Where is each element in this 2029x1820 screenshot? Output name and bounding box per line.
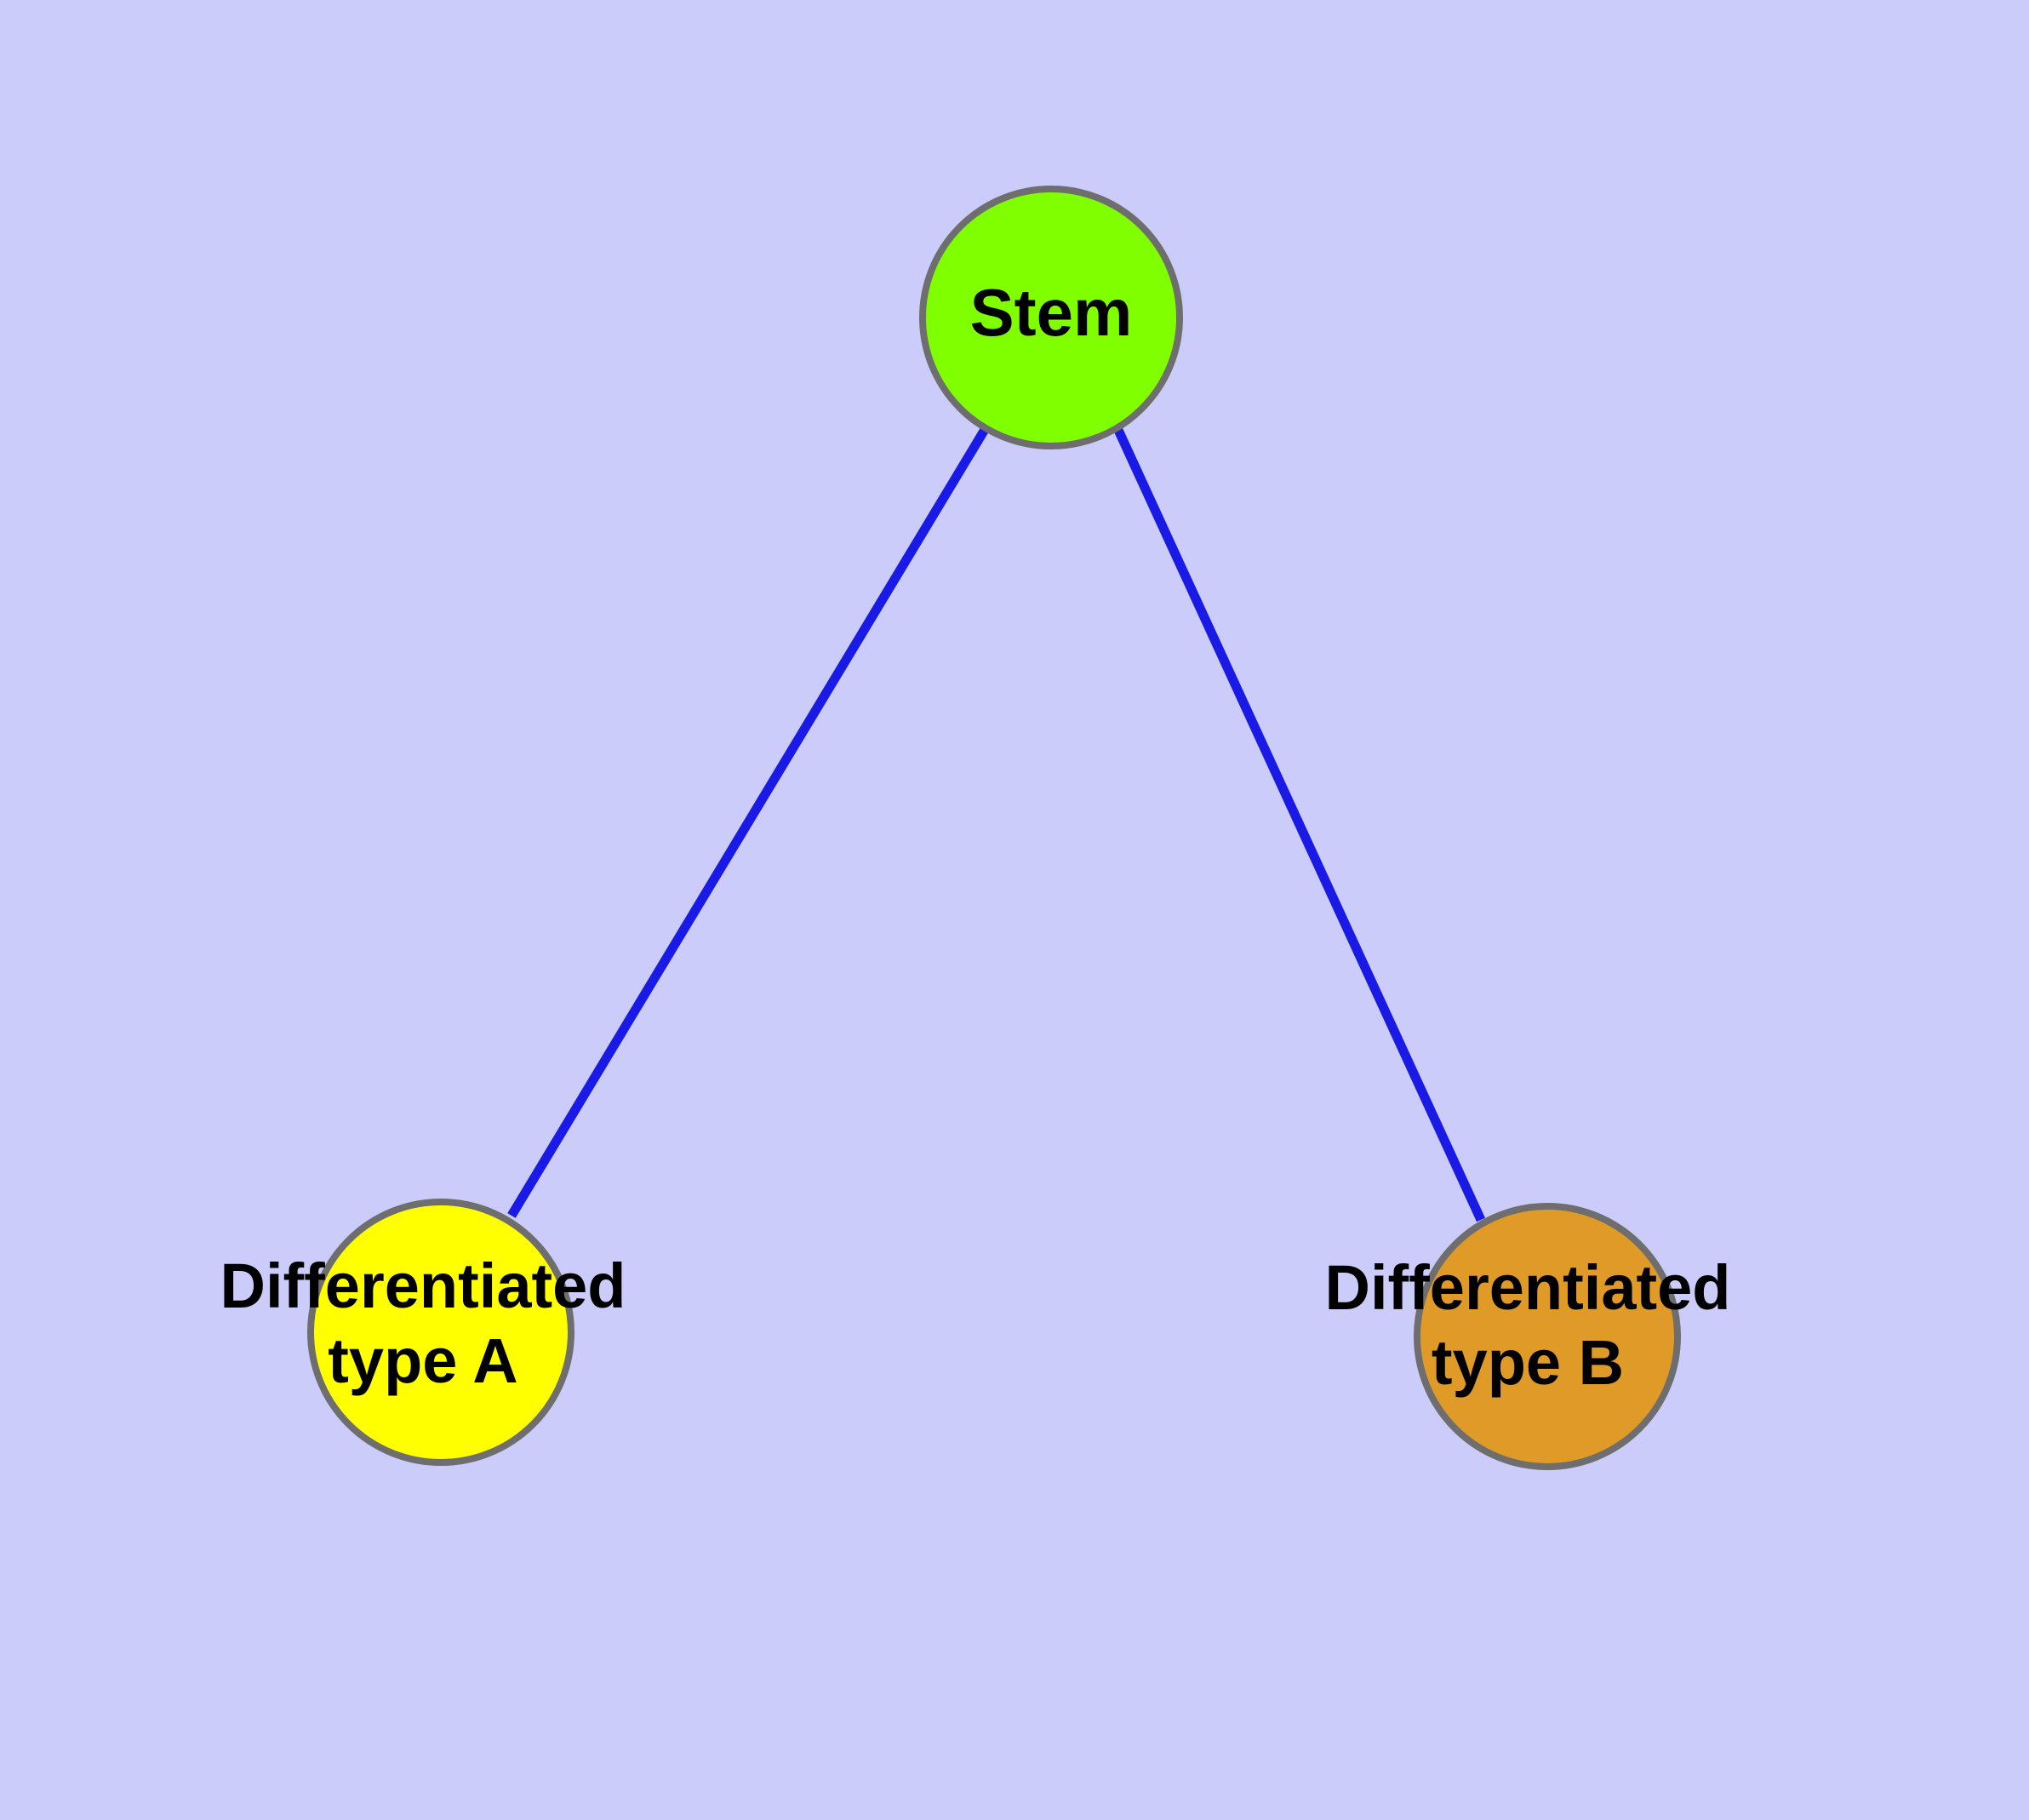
edge-stem-to-diff-a — [507, 426, 990, 1218]
node-diff-a[interactable] — [307, 1199, 574, 1466]
nodes-layer — [307, 186, 1681, 1470]
node-label-line: Differentiated — [1325, 1252, 1731, 1323]
node-label-line: type B — [1432, 1327, 1624, 1398]
node-label-line: Differentiated — [220, 1251, 626, 1321]
node-label-stem: Stem — [970, 275, 1133, 350]
edge-stem-to-diff-b — [1113, 426, 1485, 1222]
node-label-line: type A — [328, 1325, 517, 1396]
edges-layer — [507, 426, 1485, 1222]
node-stem[interactable] — [919, 186, 1183, 449]
node-diff-b[interactable] — [1414, 1203, 1681, 1470]
node-label-line: Stem — [970, 275, 1133, 350]
